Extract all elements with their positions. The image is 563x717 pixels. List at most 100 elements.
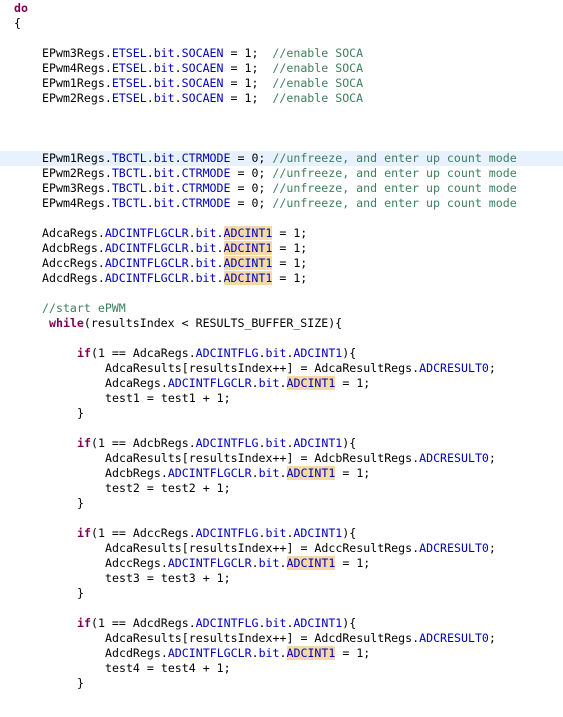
code-line[interactable]: } xyxy=(0,586,563,601)
code-field: ADCINTFLGCLR xyxy=(167,376,252,390)
code-text: = 0; xyxy=(230,166,273,180)
code-line[interactable]: AdcbRegs.ADCINTFLGCLR.bit.ADCINT1 = 1; xyxy=(0,241,563,256)
code-keyword: do xyxy=(14,1,28,15)
code-line[interactable]: do xyxy=(0,1,563,16)
code-text: . xyxy=(174,61,182,75)
code-keyword: if xyxy=(77,346,91,360)
code-line[interactable]: test2 = test2 + 1; xyxy=(0,481,563,496)
code-text: . xyxy=(146,151,154,165)
code-text: EPwm4Regs. xyxy=(42,196,112,210)
code-text: . xyxy=(174,151,182,165)
code-text: . xyxy=(286,346,294,360)
code-line[interactable]: if(1 == AdcdRegs.ADCINTFLG.bit.ADCINT1){ xyxy=(0,616,563,631)
code-field: ADCINTFLGCLR xyxy=(167,556,252,570)
code-field: SOCAEN xyxy=(181,76,224,90)
code-text: . xyxy=(146,196,154,210)
code-text: . xyxy=(146,91,154,105)
code-text: = 1; xyxy=(272,226,308,240)
code-text: = 1; xyxy=(223,61,273,75)
code-line[interactable]: AdcaResults[resultsIndex++] = AdccResult… xyxy=(0,541,563,556)
code-line[interactable]: test1 = test1 + 1; xyxy=(0,391,563,406)
code-field: SOCAEN xyxy=(181,91,224,105)
code-line[interactable]: EPwm4Regs.TBCTL.bit.CTRMODE = 0; //unfre… xyxy=(0,196,563,211)
code-line-content: if(1 == AdccRegs.ADCINTFLG.bit.ADCINT1){ xyxy=(77,526,356,541)
code-text: ; xyxy=(488,361,496,375)
code-text: ){ xyxy=(342,526,357,540)
code-text: test3 = test3 + 1; xyxy=(105,571,231,585)
code-field: bit xyxy=(195,241,217,255)
code-line-content: EPwm2Regs.ETSEL.bit.SOCAEN = 1; //enable… xyxy=(42,91,363,106)
code-line-content: AdcaRegs.ADCINTFLGCLR.bit.ADCINT1 = 1; xyxy=(42,226,307,241)
code-text: EPwm1Regs. xyxy=(42,151,112,165)
code-field: bit xyxy=(195,271,217,285)
code-line[interactable]: if(1 == AdccRegs.ADCINTFLG.bit.ADCINT1){ xyxy=(0,526,563,541)
code-line-content: AdccRegs.ADCINTFLGCLR.bit.ADCINT1 = 1; xyxy=(42,256,307,271)
code-field: ADCINTFLG xyxy=(195,526,259,540)
code-line[interactable]: EPwm2Regs.ETSEL.bit.SOCAEN = 1; //enable… xyxy=(0,91,563,106)
code-text: = 1; xyxy=(223,91,273,105)
code-field: ADCINT1 xyxy=(293,526,343,540)
code-line[interactable]: AdccRegs.ADCINTFLGCLR.bit.ADCINT1 = 1; xyxy=(0,256,563,271)
code-line[interactable]: EPwm2Regs.TBCTL.bit.CTRMODE = 0; //unfre… xyxy=(0,166,563,181)
code-text: . xyxy=(286,436,294,450)
code-field: bit xyxy=(195,226,217,240)
code-line[interactable]: test4 = test4 + 1; xyxy=(0,661,563,676)
code-line[interactable]: //start ePWM xyxy=(0,301,563,316)
code-field: ADCINTFLGCLR xyxy=(104,271,189,285)
code-text: ; xyxy=(488,631,496,645)
code-text: = 1; xyxy=(272,271,308,285)
code-line[interactable]: AdcaRegs.ADCINTFLGCLR.bit.ADCINT1 = 1; xyxy=(0,376,563,391)
code-text: EPwm3Regs. xyxy=(42,46,112,60)
code-line[interactable]: AdcaResults[resultsIndex++] = AdcdResult… xyxy=(0,631,563,646)
code-field-highlight: ADCINT1 xyxy=(223,226,273,240)
code-field: bit xyxy=(153,166,175,180)
code-text: AdcaResults[resultsIndex++] = AdcdResult… xyxy=(105,631,420,645)
code-text: . xyxy=(216,256,224,270)
code-text: { xyxy=(14,16,21,30)
code-line-content: if(1 == AdcdRegs.ADCINTFLG.bit.ADCINT1){ xyxy=(77,616,356,631)
code-line-content: AdcbRegs.ADCINTFLGCLR.bit.ADCINT1 = 1; xyxy=(42,241,307,256)
code-line[interactable]: AdcdRegs.ADCINTFLGCLR.bit.ADCINT1 = 1; xyxy=(0,646,563,661)
code-text: . xyxy=(251,646,259,660)
code-field: ADCINTFLGCLR xyxy=(104,241,189,255)
code-line-content: EPwm3Regs.TBCTL.bit.CTRMODE = 0; //unfre… xyxy=(42,181,517,196)
code-line[interactable]: } xyxy=(0,676,563,691)
code-line[interactable]: { xyxy=(0,16,563,31)
code-line[interactable]: AdccRegs.ADCINTFLGCLR.bit.ADCINT1 = 1; xyxy=(0,556,563,571)
code-line[interactable]: AdcdRegs.ADCINTFLGCLR.bit.ADCINT1 = 1; xyxy=(0,271,563,286)
code-text: . xyxy=(146,166,154,180)
code-line-content: do xyxy=(14,1,28,16)
code-text: = 1; xyxy=(335,556,371,570)
code-text: EPwm2Regs. xyxy=(42,166,112,180)
code-line[interactable]: AdcaRegs.ADCINTFLGCLR.bit.ADCINT1 = 1; xyxy=(0,226,563,241)
code-line[interactable]: EPwm3Regs.TBCTL.bit.CTRMODE = 0; //unfre… xyxy=(0,181,563,196)
code-field: ETSEL xyxy=(111,46,147,60)
code-text: ; xyxy=(488,451,496,465)
code-comment: //enable SOCA xyxy=(272,46,364,60)
code-line[interactable]: AdcaResults[resultsIndex++] = AdcaResult… xyxy=(0,361,563,376)
code-text: = 0; xyxy=(230,181,273,195)
code-line[interactable]: EPwm1Regs.ETSEL.bit.SOCAEN = 1; //enable… xyxy=(0,76,563,91)
code-line[interactable]: EPwm4Regs.ETSEL.bit.SOCAEN = 1; //enable… xyxy=(0,61,563,76)
code-line[interactable]: while(resultsIndex < RESULTS_BUFFER_SIZE… xyxy=(0,316,563,331)
code-field: ADCINTFLGCLR xyxy=(104,256,189,270)
code-line[interactable]: } xyxy=(0,496,563,511)
code-line[interactable]: AdcbRegs.ADCINTFLGCLR.bit.ADCINT1 = 1; xyxy=(0,466,563,481)
code-comment: //unfreeze, and enter up count mode xyxy=(272,196,517,210)
code-field: bit xyxy=(153,76,175,90)
code-text: = 1; xyxy=(223,76,273,90)
code-line-content: if(1 == AdcaRegs.ADCINTFLG.bit.ADCINT1){ xyxy=(77,346,356,361)
code-line-content: test3 = test3 + 1; xyxy=(105,571,231,586)
code-line-current[interactable]: EPwm1Regs.TBCTL.bit.CTRMODE = 0; //unfre… xyxy=(0,151,563,166)
code-line[interactable]: EPwm3Regs.ETSEL.bit.SOCAEN = 1; //enable… xyxy=(0,46,563,61)
code-field: ADCRESULT0 xyxy=(419,541,489,555)
code-line[interactable]: test3 = test3 + 1; xyxy=(0,571,563,586)
code-text: (resultsIndex < RESULTS_BUFFER_SIZE){ xyxy=(83,316,343,330)
code-line-content: AdcaResults[resultsIndex++] = AdcbResult… xyxy=(105,451,496,466)
code-line[interactable]: AdcaResults[resultsIndex++] = AdcbResult… xyxy=(0,451,563,466)
code-line[interactable]: if(1 == AdcbRegs.ADCINTFLG.bit.ADCINT1){ xyxy=(0,436,563,451)
code-text: (1 == AdcbRegs. xyxy=(90,436,196,450)
code-line[interactable]: } xyxy=(0,406,563,421)
code-line[interactable]: if(1 == AdcaRegs.ADCINTFLG.bit.ADCINT1){ xyxy=(0,346,563,361)
